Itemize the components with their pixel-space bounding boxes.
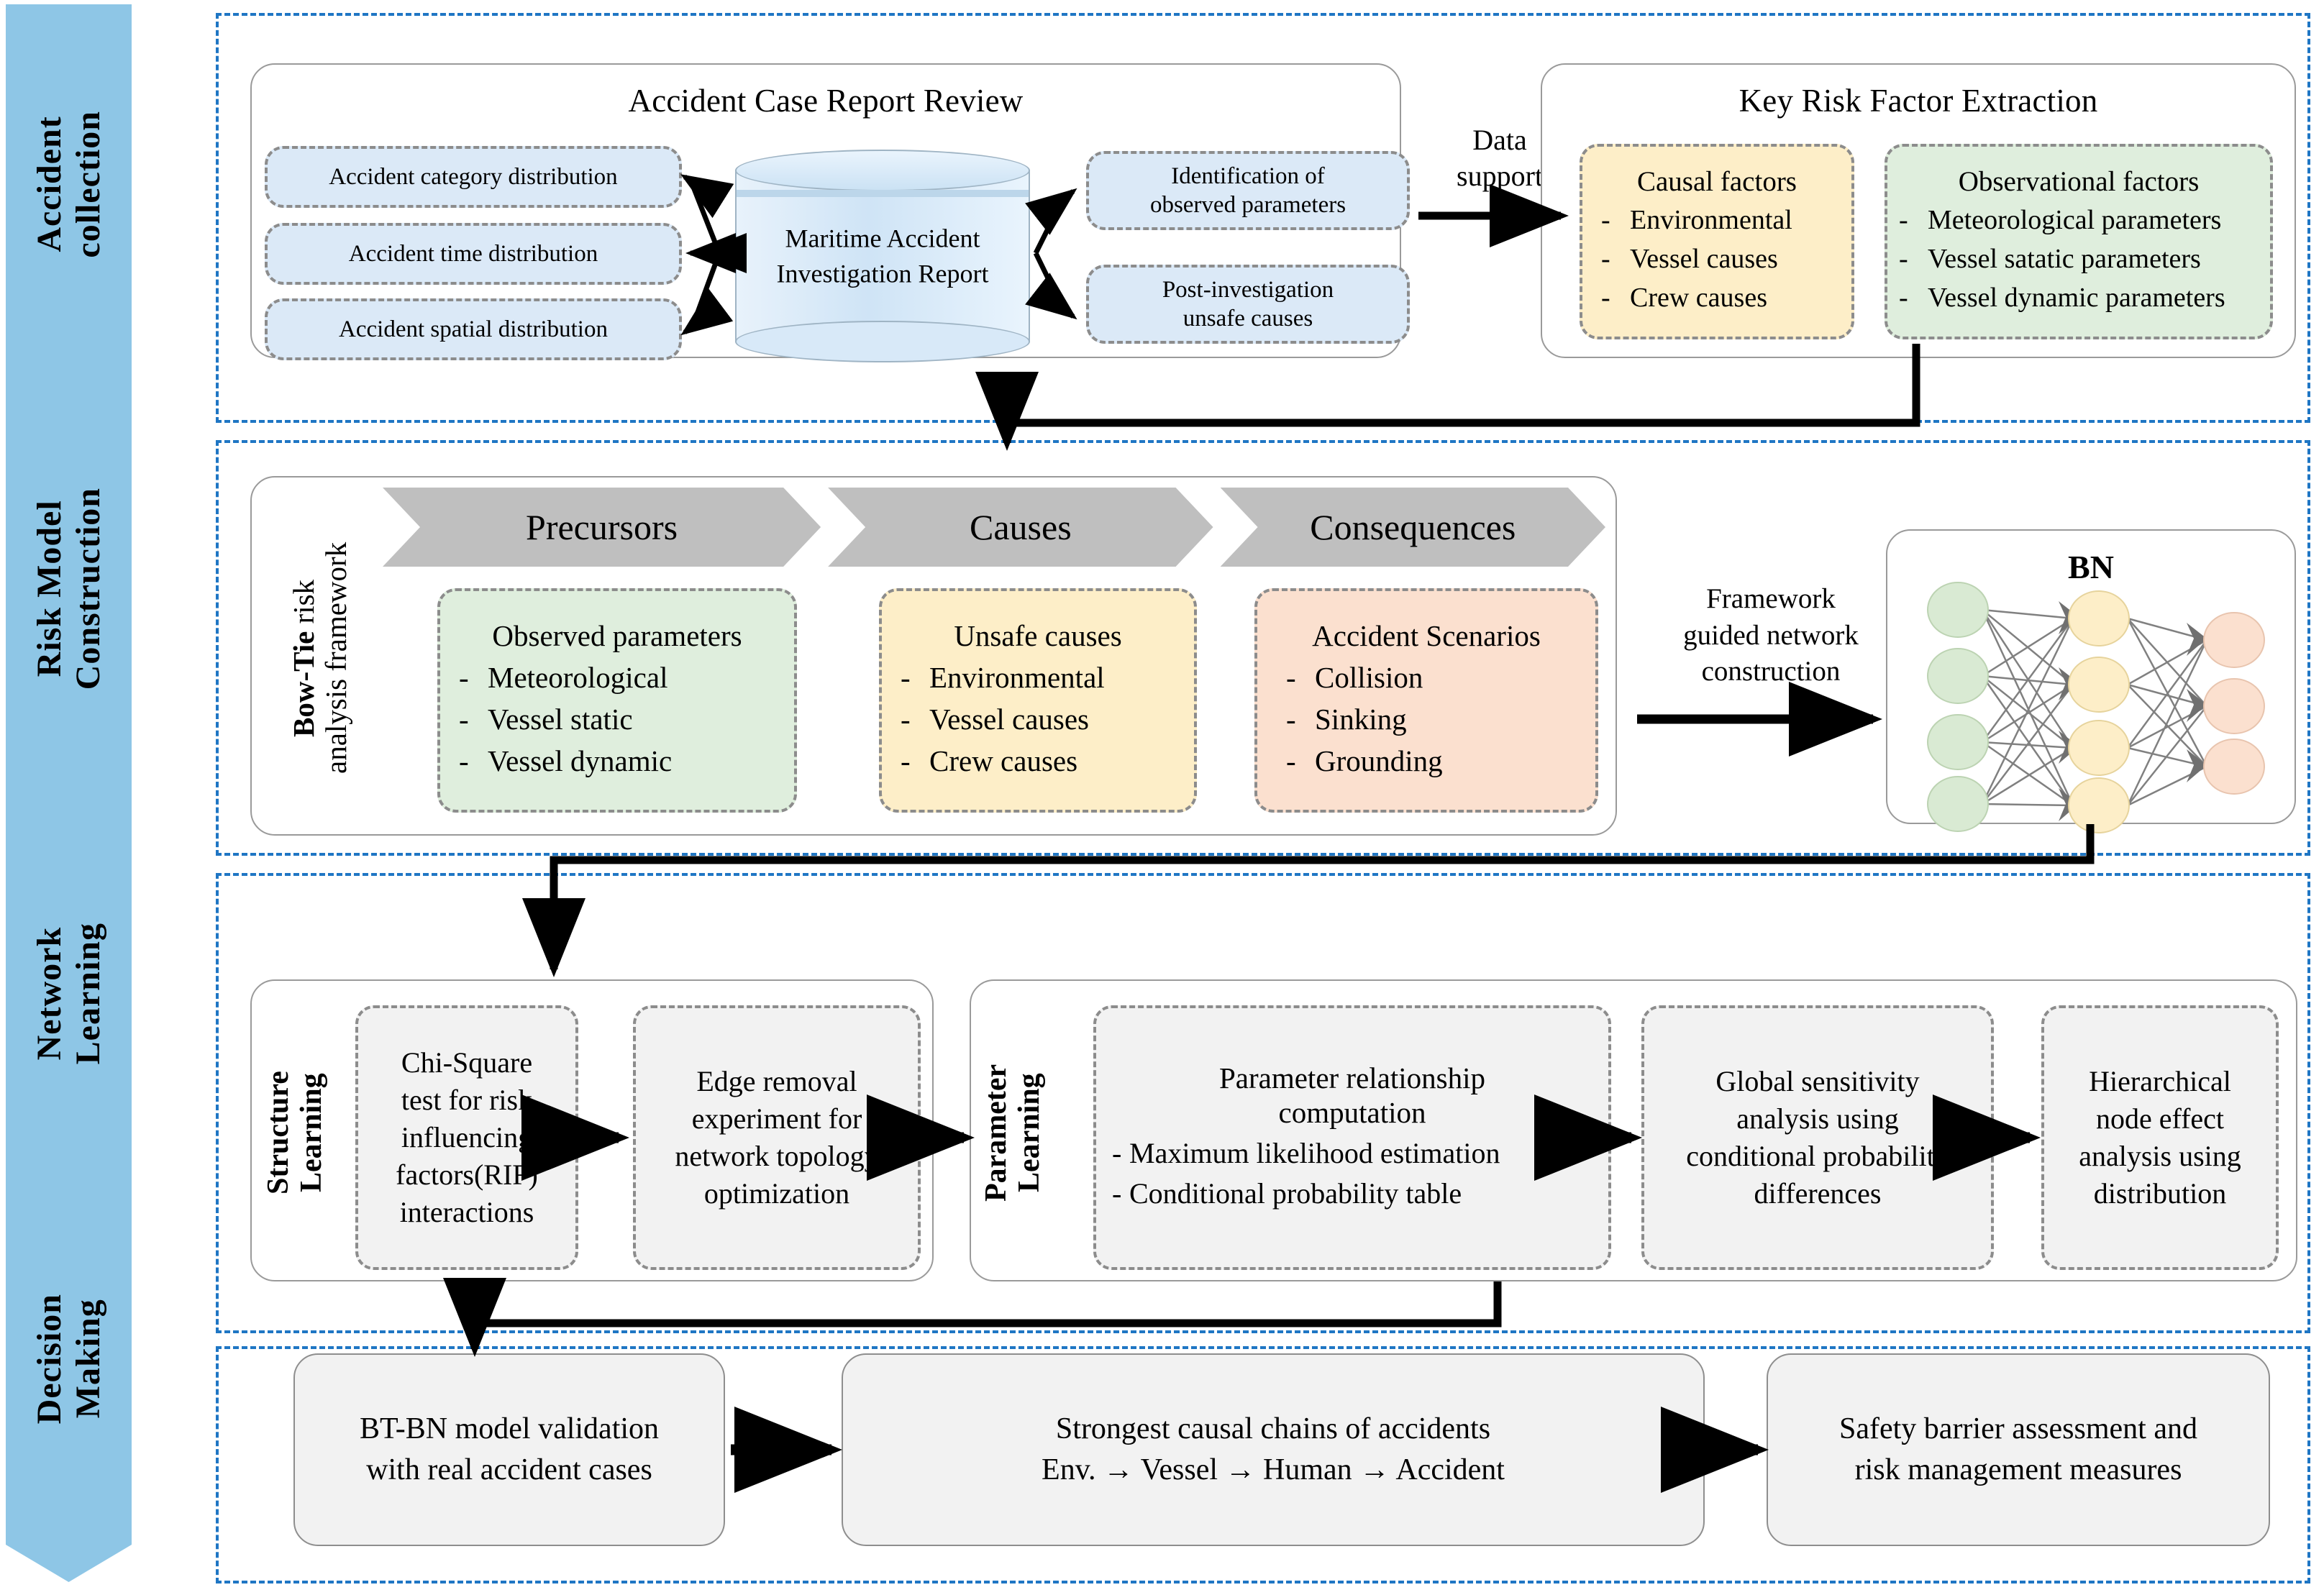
- title-causal-factors: Causal factors: [1636, 166, 1797, 198]
- box-observed-parameters[interactable]: Observed parameters -Meteorological -Ves…: [437, 588, 797, 813]
- label-safety-barrier-assessment: Safety barrier assessment and risk manag…: [1839, 1412, 2197, 1486]
- box-global-sensitivity-analysis[interactable]: Global sensitivity analysis using condit…: [1641, 1005, 1994, 1270]
- banner-label-consequences: Consequences: [1310, 507, 1516, 547]
- box-identification-of-observed-parameters[interactable]: Identification of observed parameters: [1086, 151, 1410, 230]
- box-accident-spatial-distribution[interactable]: Accident spatial distribution: [265, 298, 682, 360]
- label-global-sensitivity-analysis: Global sensitivity analysis using condit…: [1686, 1065, 1949, 1210]
- title-unsafe-causes: Unsafe causes: [954, 619, 1122, 653]
- box-accident-scenarios[interactable]: Accident Scenarios -Collision -Sinking -…: [1254, 588, 1598, 813]
- list-unsafe-causes: -Environmental -Vessel causes -Crew caus…: [901, 660, 1105, 778]
- label-chi-square-test: Chi-Square test for risk influencing fac…: [396, 1046, 538, 1228]
- label-accident-category-distribution: Accident category distribution: [329, 163, 618, 190]
- label-parameter-learning: Parameter Learning: [980, 1007, 1066, 1258]
- cylinder-top: [735, 150, 1030, 191]
- banner-label-precursors: Precursors: [526, 507, 678, 547]
- cylinder-body: [735, 170, 1030, 342]
- box-post-investigation-unsafe-causes[interactable]: Post-investigation unsafe causes: [1086, 265, 1410, 344]
- bow-tie-banner: Precursors Causes Consequences: [383, 488, 1605, 567]
- banner-label-causes: Causes: [970, 507, 1072, 547]
- label-bt-bn-model-validation: BT-BN model validation with real acciden…: [359, 1412, 660, 1486]
- box-chi-square-test[interactable]: Chi-Square test for risk influencing fac…: [355, 1005, 578, 1270]
- box-hierarchical-node-effect-analysis[interactable]: Hierarchical node effect analysis using …: [2041, 1005, 2279, 1270]
- label-strongest-causal-chains: Strongest causal chains of accidents Env…: [1042, 1412, 1505, 1486]
- label-structure-learning: Structure Learning: [262, 1007, 348, 1258]
- list-observational-factors: -Meteorological parameters -Vessel satat…: [1899, 205, 2225, 313]
- text-structure-learning: Structure Learning: [262, 1071, 329, 1194]
- title-key-risk-factor-extraction: Key Risk Factor Extraction: [1739, 83, 2098, 119]
- title-accident-case-report-review: Accident Case Report Review: [628, 83, 1024, 119]
- list-parameter-learning-items: -Maximum likelihood estimation -Conditio…: [1112, 1136, 1500, 1210]
- label-edge-removal-experiment: Edge removal experiment for network topo…: [675, 1065, 879, 1210]
- card-bn-network: BN: [1886, 529, 2296, 824]
- title-bn: BN: [2068, 549, 2114, 585]
- cylinder-band: [737, 190, 1029, 197]
- list-causal-factors: -Environmental -Vessel causes -Crew caus…: [1601, 205, 1792, 313]
- title-accident-scenarios: Accident Scenarios: [1312, 619, 1541, 653]
- box-parameter-relationship-computation[interactable]: Parameter relationship computation -Maxi…: [1093, 1005, 1611, 1270]
- label-risk: risk: [287, 579, 320, 631]
- box-strongest-causal-chains[interactable]: Strongest causal chains of accidents Env…: [842, 1353, 1705, 1546]
- box-safety-barrier-assessment[interactable]: Safety barrier assessment and risk manag…: [1767, 1353, 2270, 1546]
- banner-chevron-precursors[interactable]: Precursors: [383, 488, 821, 567]
- box-accident-category-distribution[interactable]: Accident category distribution: [265, 146, 682, 208]
- box-observational-factors[interactable]: Observational factors -Meteorological pa…: [1885, 144, 2273, 339]
- box-causal-factors[interactable]: Causal factors -Environmental -Vessel ca…: [1580, 144, 1854, 339]
- box-edge-removal-experiment[interactable]: Edge removal experiment for network topo…: [633, 1005, 921, 1270]
- label-identification-of-observed-parameters: Identification of observed parameters: [1149, 163, 1346, 218]
- label-framework-guided-network-construction: Framework guided network construction: [1683, 583, 1859, 687]
- database-cylinder-maritime-report: Maritime Accident Investigation Report: [735, 150, 1030, 362]
- box-unsafe-causes[interactable]: Unsafe causes -Environmental -Vessel cau…: [879, 588, 1197, 813]
- label-hierarchical-node-effect-analysis: Hierarchical node effect analysis using …: [2079, 1065, 2241, 1210]
- box-accident-time-distribution[interactable]: Accident time distribution: [265, 223, 682, 285]
- label-maritime-accident-investigation-report: Maritime Accident Investigation Report: [776, 224, 989, 288]
- cylinder-bottom: [735, 321, 1030, 362]
- label-analysis-framework: analysis framework: [319, 541, 353, 774]
- text-parameter-learning: Parameter Learning: [980, 1064, 1047, 1202]
- banner-chevron-causes[interactable]: Causes: [828, 488, 1213, 567]
- label-bow-tie-risk-analysis-framework: Bow-Tie risk analysis framework: [287, 496, 381, 820]
- title-parameter-relationship-computation: Parameter relationship computation: [1218, 1061, 1485, 1130]
- title-observed-parameters: Observed parameters: [492, 619, 742, 653]
- list-observed-parameters: -Meteorological -Vessel static -Vessel d…: [459, 660, 673, 778]
- list-accident-scenarios: -Collision -Sinking -Grounding: [1286, 660, 1443, 778]
- label-bow-tie-bold: Bow-Tie: [287, 631, 320, 737]
- label-accident-time-distribution: Accident time distribution: [348, 240, 598, 267]
- box-bt-bn-model-validation[interactable]: BT-BN model validation with real acciden…: [293, 1353, 725, 1546]
- banner-chevron-consequences[interactable]: Consequences: [1221, 488, 1605, 567]
- label-accident-spatial-distribution: Accident spatial distribution: [339, 316, 608, 342]
- label-post-investigation-unsafe-causes: Post-investigation unsafe causes: [1162, 276, 1334, 332]
- title-observational-factors: Observational factors: [1958, 166, 2200, 198]
